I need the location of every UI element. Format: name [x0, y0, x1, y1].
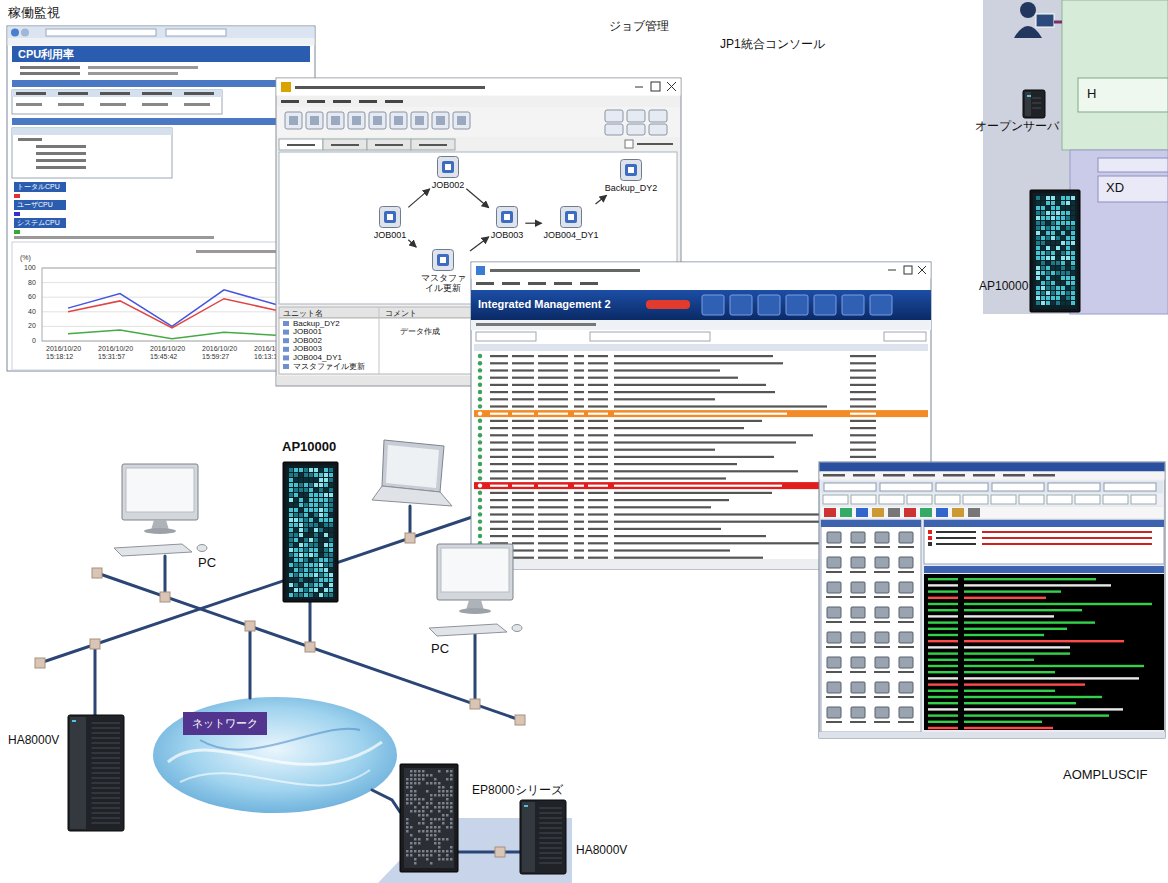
server-device-art: [280, 440, 342, 604]
screen-text: ユーザCPU: [17, 201, 53, 209]
screen-text: 2016/10/20 15:59:27: [202, 345, 248, 361]
node-label: EP8000シリーズ: [472, 784, 563, 798]
screen-text: ユニット名: [283, 309, 323, 318]
job-flow-arrow: [470, 237, 489, 251]
job-label: Backup_DY2: [605, 183, 658, 193]
node-label: HA8000V: [576, 844, 627, 858]
monitoring-window: 稼働監視 CPU利用率トータルCPU ユーザCPU システムCPU (%) 100 80 60…: [6, 6, 316, 372]
open-server: オープンサーバ: [973, 88, 1073, 138]
pc-device: PC: [425, 540, 525, 662]
screen-text: 2016/10/20 15:45:42: [150, 345, 196, 361]
screen-text: コメント: [385, 309, 417, 318]
screen-text: JOB001: [293, 328, 322, 336]
screen-text: 2016/10/20 15:18:12: [46, 345, 92, 361]
node-label: HA8000V: [8, 734, 59, 748]
job-label: JOB004_DY1: [543, 230, 598, 240]
screen-text: 60: [28, 293, 36, 301]
screen-text: 40: [28, 308, 36, 316]
screen-text: 0: [32, 337, 36, 345]
job-icon-symbol: [432, 249, 454, 271]
pc-device: PC: [112, 462, 224, 574]
server-device: AP10000: [975, 186, 1085, 313]
job-label: JOB001: [374, 230, 407, 240]
screen-text: Integrated Management 2: [478, 298, 611, 311]
node-label: JP1統合コンソール: [720, 38, 825, 52]
terminal-window-art: [818, 460, 1166, 792]
network-tag: ネットワーク: [183, 712, 267, 735]
node-label: ネットワーク: [192, 717, 258, 730]
job-flow-arrow: [408, 189, 429, 208]
screen-text: システムCPU: [17, 219, 60, 227]
node-label: AOMPLUSCIF: [1063, 768, 1148, 783]
screen-text: データ作成: [400, 328, 440, 336]
job-flow-arrow: [596, 195, 607, 204]
screen-text: 20: [28, 322, 36, 330]
job-flow-arrow: [408, 240, 416, 247]
job-icon: マスタファイル更新: [418, 249, 468, 294]
job-flow-arrow: [525, 223, 541, 224]
job-icon-symbol: [496, 206, 518, 228]
job-icon-symbol: [620, 159, 642, 181]
screen-text: 2016/10/20 15:31:57: [98, 345, 144, 361]
screen-text: Backup_DY2: [293, 320, 340, 328]
screen-text: (%): [20, 254, 31, 262]
job-label: JOB002: [432, 180, 465, 190]
job-label: マスタファイル更新: [418, 273, 468, 294]
screen-text: マスタファイル更新: [293, 363, 365, 371]
node-label: AP10000: [282, 440, 336, 455]
tower-server-art: [518, 798, 658, 878]
screen-text: H: [1087, 87, 1096, 102]
job-icon: JOB004_DY1: [543, 206, 598, 240]
rack-server: EP8000シリーズ: [398, 758, 598, 876]
job-icon-symbol: [437, 156, 459, 178]
terminal-window: AOMPLUSCIF: [818, 460, 1166, 792]
job-flow-arrow: [466, 189, 488, 208]
node-label: PC: [431, 642, 449, 657]
job-icon-symbol: [379, 206, 401, 228]
node-label: オープンサーバ: [975, 120, 1059, 134]
server-device: AP10000: [280, 440, 342, 604]
screen-text: CPU利用率: [18, 48, 74, 61]
server-device-art: [975, 186, 1085, 313]
tower-server: HA8000V: [6, 712, 128, 836]
screen-text: JOB002: [293, 337, 322, 345]
job-icon: JOB002: [432, 156, 465, 190]
screen-text: JOB003: [293, 345, 322, 353]
screen-text: JOB004_DY1: [293, 354, 342, 362]
screen-text: 100: [24, 264, 36, 272]
rack-server-art: [398, 758, 598, 876]
node-label: ジョブ管理: [609, 20, 669, 34]
tower-server: HA8000V: [518, 798, 658, 878]
node-label: PC: [198, 556, 216, 571]
job-icon: Backup_DY2: [605, 159, 658, 193]
node-label: AP10000: [979, 280, 1028, 294]
screen-text: トータルCPU: [17, 183, 60, 191]
node-label: 稼働監視: [8, 6, 60, 21]
screen-text: 80: [28, 279, 36, 287]
screen-text: XD: [1106, 181, 1124, 196]
tower-server-art: [6, 712, 128, 836]
job-icon: JOB001: [374, 206, 407, 240]
job-icon: JOB003: [491, 206, 524, 240]
job-icon-symbol: [560, 206, 582, 228]
job-label: JOB003: [491, 230, 524, 240]
